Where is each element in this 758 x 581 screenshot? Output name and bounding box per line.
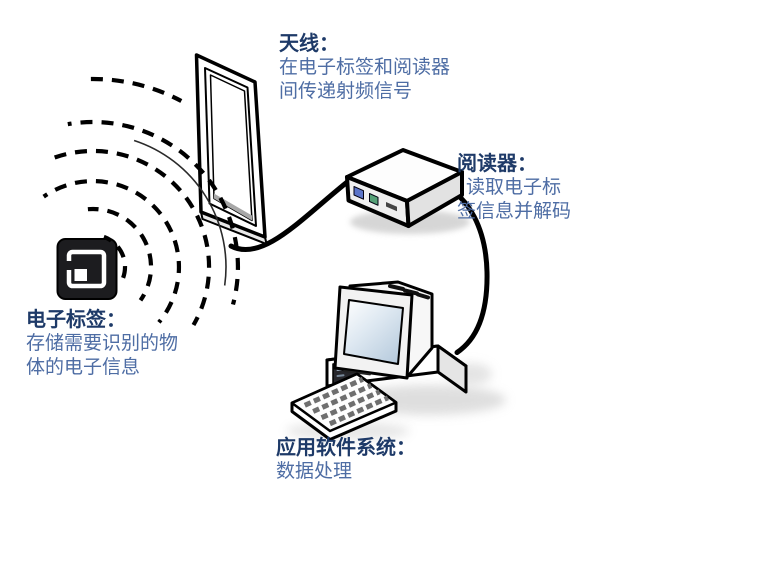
cable-antenna-reader bbox=[228, 178, 351, 253]
wave-arc bbox=[67, 119, 241, 306]
tag-label-line: 体的电子信息 bbox=[26, 356, 141, 378]
software-label-line: 数据处理 bbox=[276, 460, 353, 482]
computer-graphic bbox=[286, 280, 506, 441]
radio-waves-icon bbox=[42, 76, 241, 327]
reader-right bbox=[405, 170, 464, 228]
tag-label-line: 存储需要识别的物 bbox=[26, 332, 179, 354]
signal-line bbox=[133, 139, 227, 286]
reader-graphic bbox=[345, 148, 470, 234]
reader-port-blue bbox=[353, 186, 364, 200]
reader-slit bbox=[386, 202, 397, 212]
wave-arc bbox=[86, 76, 183, 103]
reader-port-green bbox=[369, 193, 379, 206]
antenna-label: 天线： 在电子标签和阅读器 间传递射频信号 bbox=[279, 31, 450, 103]
software-label: 应用软件系统： 数据处理 bbox=[276, 435, 416, 483]
wave-arc bbox=[52, 148, 212, 327]
wave-arc bbox=[87, 206, 154, 302]
keyboard-keys bbox=[303, 377, 389, 427]
antenna-graphic bbox=[194, 53, 268, 245]
antenna-label-title: 天线： bbox=[279, 31, 339, 55]
cable-reader-computer bbox=[441, 183, 490, 355]
reader-label-line: 签信息并解码 bbox=[457, 200, 572, 222]
computer-case-right bbox=[436, 344, 468, 394]
tag-chip-block bbox=[74, 269, 87, 281]
tag-chip-notch bbox=[64, 261, 73, 270]
wave-arc bbox=[103, 234, 128, 279]
monitor-vents bbox=[388, 284, 430, 300]
reader-label-title: 阅读器： bbox=[457, 151, 537, 175]
antenna-label-line: 间传递射频信号 bbox=[279, 80, 413, 102]
reader-label: 阅读器： 读取电子标 签信息并解码 bbox=[457, 151, 571, 223]
tag-graphic bbox=[56, 238, 118, 300]
antenna-label-line: 在电子标签和阅读器 bbox=[279, 56, 451, 78]
wave-arc bbox=[42, 178, 182, 324]
monitor-screen bbox=[343, 299, 404, 365]
tag-label-title: 电子标签： bbox=[26, 307, 126, 331]
panel-detail bbox=[336, 374, 345, 377]
reader-label-line: 读取电子标 bbox=[466, 176, 562, 198]
tag-label: 电子标签： 存储需要识别的物 体的电子信息 bbox=[26, 307, 178, 379]
antenna-frame-inner bbox=[204, 67, 257, 227]
software-label-title: 应用软件系统： bbox=[276, 435, 416, 459]
